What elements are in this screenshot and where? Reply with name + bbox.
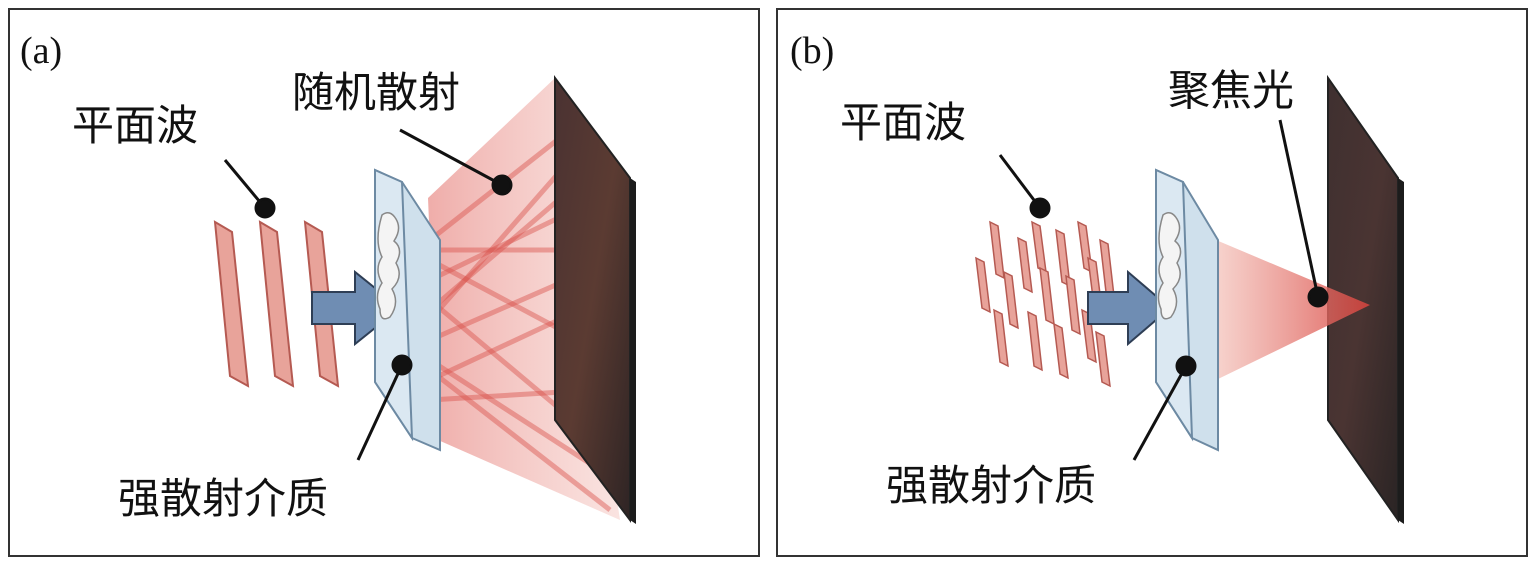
panel-label: (b)	[790, 30, 835, 72]
panel-b: (b) 平面波 聚焦光 强散射介质	[776, 8, 1528, 557]
plane-wave-label: 平面波	[72, 101, 199, 150]
scattering-particles	[1157, 212, 1182, 320]
shaped-wavefront	[975, 220, 1115, 388]
focused-light-cone	[1216, 240, 1370, 380]
pointers	[223, 128, 513, 461]
random-scattering-label: 随机散射	[292, 68, 461, 117]
screen-side	[1398, 178, 1404, 524]
panel-label: (a)	[20, 30, 63, 72]
diagram-b	[975, 74, 1404, 524]
plane-wave-label: 平面波	[840, 98, 967, 147]
diagram-a	[213, 75, 636, 524]
medium-label: 强散射介质	[118, 474, 329, 523]
screen-side	[630, 178, 636, 524]
panel-a: (a) 平面波 随机散射 强散射介质	[8, 8, 760, 557]
medium-label: 强散射介质	[886, 461, 1097, 510]
focused-light-label: 聚焦光	[1168, 66, 1295, 115]
pointers	[998, 119, 1329, 461]
arrow-icon	[1087, 269, 1172, 347]
scattering-particles	[376, 212, 401, 320]
